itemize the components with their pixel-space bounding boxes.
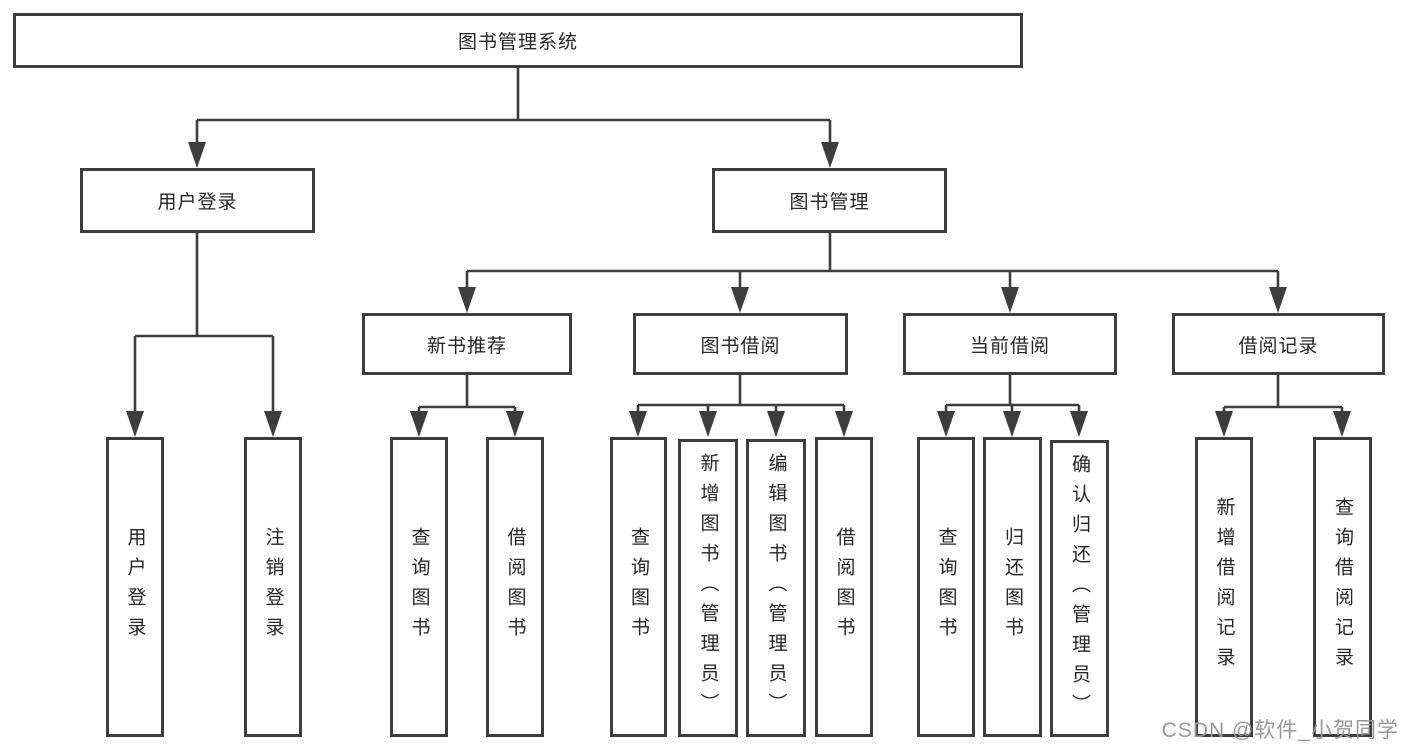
node-user-login-label: 用户登录 <box>157 192 238 213</box>
leaf-query-book-recommend: 查询图书 <box>390 437 448 737</box>
leaf-borrow-book: 借阅图书 <box>815 437 873 737</box>
node-current-borrow: 当前借阅 <box>903 313 1117 375</box>
node-borrow-records: 借阅记录 <box>1172 313 1385 375</box>
leaf-query-borrow-record: 查询借阅记录 <box>1313 437 1372 737</box>
watermark: CSDN @软件_小贺同学 <box>1161 719 1399 742</box>
node-root: 图书管理系统 <box>13 13 1023 68</box>
leaf-borrow-book-recommend: 借阅图书 <box>486 437 544 737</box>
node-user-login: 用户登录 <box>80 168 315 233</box>
node-book-borrow-label: 图书借阅 <box>700 335 781 357</box>
leaf-return-book: 归还图书 <box>983 437 1042 737</box>
leaf-edit-book-admin: 编辑图书（管理员） <box>746 439 806 737</box>
node-new-book-recommend: 新书推荐 <box>362 313 572 375</box>
leaf-query-book-current: 查询图书 <box>917 437 975 737</box>
leaf-logout: 注销登录 <box>244 437 302 737</box>
node-book-management-label: 图书管理 <box>789 192 870 213</box>
node-new-book-recommend-label: 新书推荐 <box>426 335 507 357</box>
node-book-management: 图书管理 <box>712 168 947 233</box>
node-borrow-records-label: 借阅记录 <box>1238 335 1319 357</box>
node-root-label: 图书管理系统 <box>457 32 578 53</box>
leaf-query-book-borrow: 查询图书 <box>610 437 667 737</box>
leaf-confirm-return-admin: 确认归还（管理员） <box>1050 440 1109 737</box>
leaf-add-book-admin: 新增图书（管理员） <box>678 439 738 737</box>
node-current-borrow-label: 当前借阅 <box>969 335 1050 357</box>
leaf-add-borrow-record: 新增借阅记录 <box>1195 437 1253 737</box>
node-book-borrow: 图书借阅 <box>633 313 848 375</box>
leaf-user-login: 用户登录 <box>106 437 164 737</box>
